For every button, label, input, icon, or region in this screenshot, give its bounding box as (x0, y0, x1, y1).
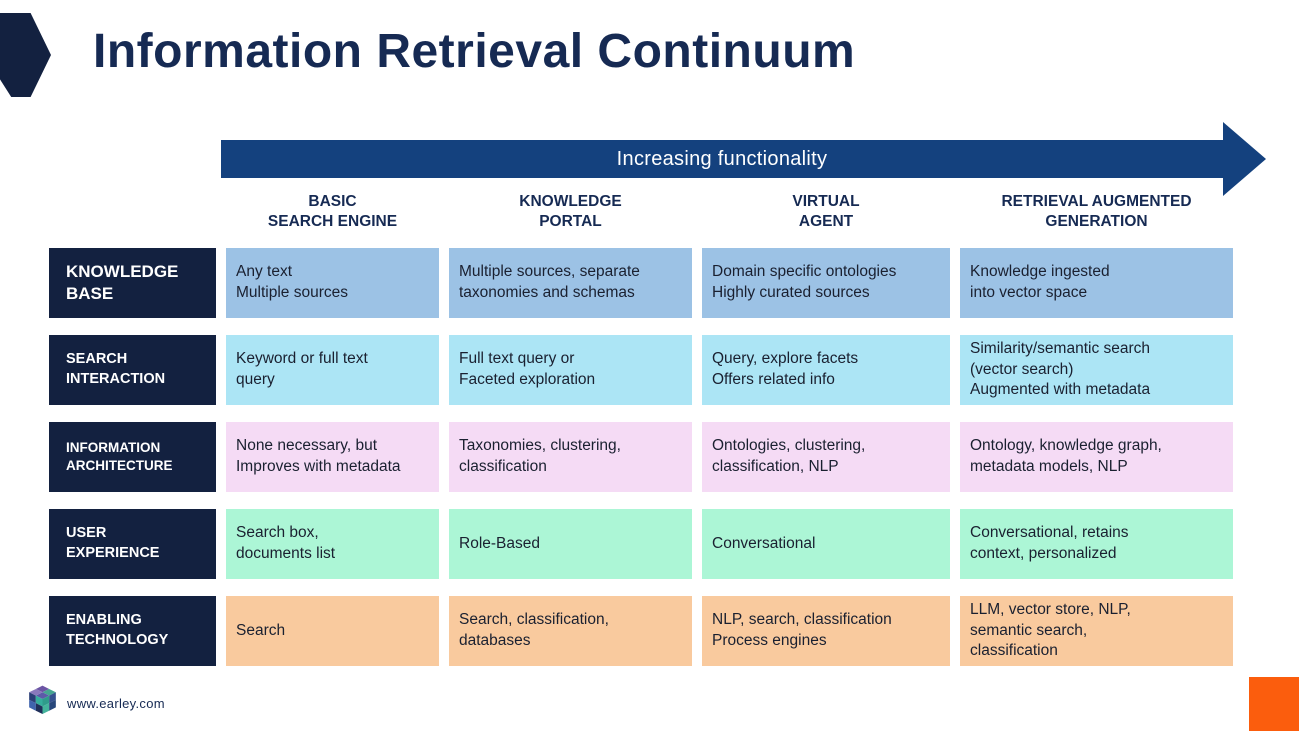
cell-search-interaction-col3: Query, explore facets Offers related inf… (702, 335, 950, 405)
cell-information-architecture-col1: None necessary, but Improves with metada… (226, 422, 439, 492)
cell-user-experience-col2: Role-Based (449, 509, 692, 579)
column-headers: BASIC SEARCH ENGINE KNOWLEDGE PORTAL VIRTU… (49, 182, 1233, 242)
column-header-virtual-agent: VIRTUAL AGENT (792, 192, 860, 230)
cell-information-architecture-col2: Taxonomies, clustering, classification (449, 422, 692, 492)
increasing-functionality-arrow: Increasing functionality (221, 140, 1223, 178)
column-header-basic-search-engine: BASIC SEARCH ENGINE (267, 192, 398, 230)
cell-knowledge-base-col3: Domain specific ontologies Highly curate… (702, 248, 950, 318)
cell-user-experience-col3: Conversational (702, 509, 950, 579)
cell-enabling-technology-col2: Search, classification, databases (449, 596, 692, 666)
column-header-retrieval-augmented-generation: RETRIEVAL AUGMENTED GENERATION (1001, 192, 1192, 230)
title-chevron-decoration (0, 13, 51, 97)
cell-user-experience-col4: Conversational, retains context, persona… (960, 509, 1233, 579)
cell-user-experience-col1: Search box, documents list (226, 509, 439, 579)
row-header-search-interaction: SEARCH INTERACTION (49, 335, 216, 405)
arrow-head-icon (1223, 122, 1266, 196)
cell-knowledge-base-col2: Multiple sources, separate taxonomies an… (449, 248, 692, 318)
cell-search-interaction-col1: Keyword or full text query (226, 335, 439, 405)
row-header-knowledge-base: KNOWLEDGE BASE (49, 248, 216, 318)
cell-enabling-technology-col3: NLP, search, classification Process engi… (702, 596, 950, 666)
earley-cube-logo-icon (29, 685, 56, 715)
orange-corner-decoration (1249, 677, 1299, 731)
column-header-knowledge-portal: KNOWLEDGE PORTAL (519, 192, 622, 230)
row-header-enabling-technology: ENABLING TECHNOLOGY (49, 596, 216, 666)
cell-information-architecture-col3: Ontologies, clustering, classification, … (702, 422, 950, 492)
cell-enabling-technology-col1: Search (226, 596, 439, 666)
arrow-banner-label: Increasing functionality (616, 147, 828, 170)
cell-enabling-technology-col4: LLM, vector store, NLP, semantic search,… (960, 596, 1233, 666)
cell-knowledge-base-col4: Knowledge ingested into vector space (960, 248, 1233, 318)
website-link[interactable]: www.earley.com (67, 696, 165, 711)
row-header-user-experience: USER EXPERIENCE (49, 509, 216, 579)
cell-knowledge-base-col1: Any text Multiple sources (226, 248, 439, 318)
cell-search-interaction-col4: Similarity/semantic search (vector searc… (960, 335, 1233, 405)
cell-information-architecture-col4: Ontology, knowledge graph, metadata mode… (960, 422, 1233, 492)
slide-title: Information Retrieval Continuum (93, 25, 856, 78)
row-header-information-architecture: INFORMATION ARCHITECTURE (49, 422, 216, 492)
cell-search-interaction-col2: Full text query or Faceted exploration (449, 335, 692, 405)
